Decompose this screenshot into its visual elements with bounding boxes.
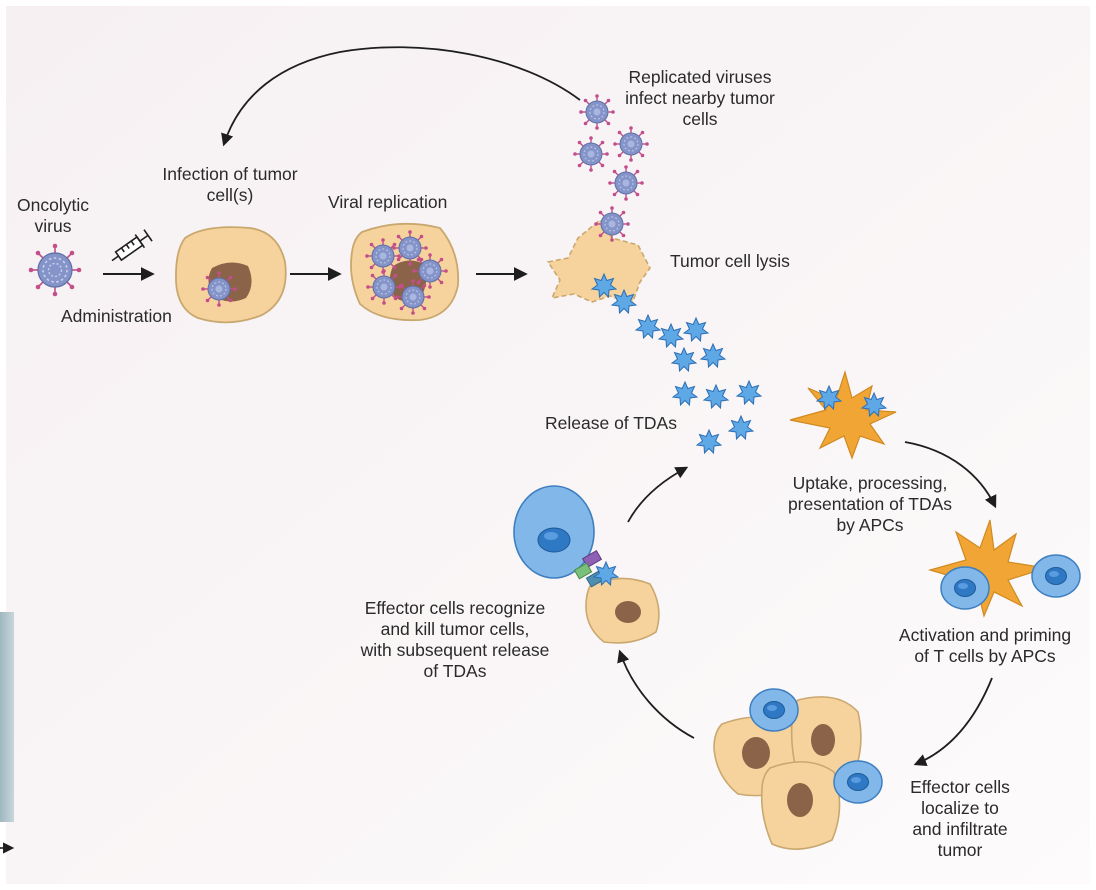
oncolytic-virus-icon — [27, 242, 83, 298]
apc-priming-icon — [927, 519, 1081, 618]
label-viral-replication: Viral replication — [328, 192, 448, 212]
release-arrow — [627, 466, 689, 523]
recognize-arrow — [617, 649, 695, 739]
infiltrated-tumor-icon — [713, 688, 883, 850]
syringe-icon — [111, 229, 153, 262]
effector-killing-icon — [513, 485, 660, 644]
background-panel — [6, 6, 1090, 884]
label-administration: Administration — [61, 306, 172, 326]
lysed-tumor-cell-icon — [546, 218, 651, 314]
dendritic-cell-icon — [789, 369, 897, 460]
label-release-tdas: Release of TDAs — [545, 413, 677, 433]
localize-arrow — [913, 677, 993, 766]
infected-tumor-cell-icon — [175, 226, 287, 324]
reinfection-arrow — [221, 46, 581, 147]
uptake-arrow — [904, 441, 997, 509]
left-edge-strip — [0, 612, 14, 822]
replicating-tumor-cell-icon — [350, 222, 460, 322]
label-tumor-cell-lysis: Tumor cell lysis — [670, 251, 790, 271]
